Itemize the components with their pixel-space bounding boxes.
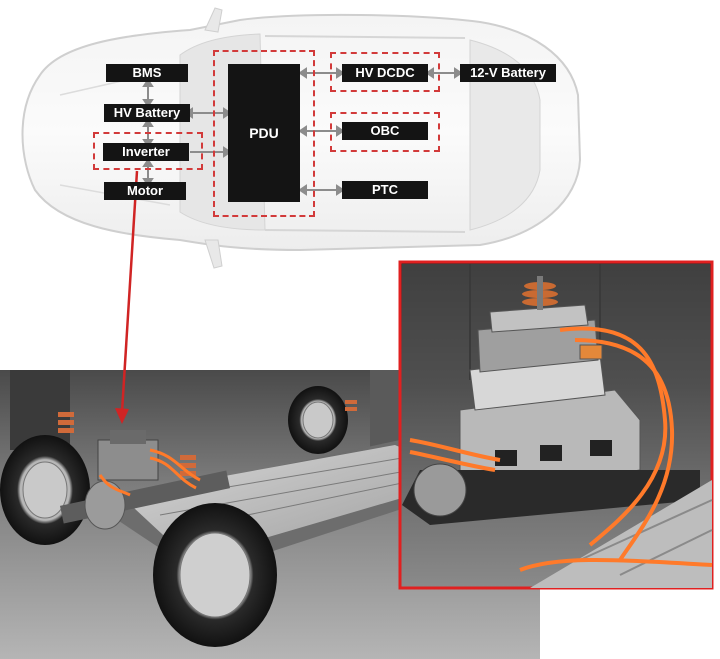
obc-label: OBC: [342, 122, 428, 140]
inverter-closeup-inset: [400, 262, 712, 588]
hv-battery-label: HV Battery: [104, 104, 190, 122]
connector-arrows: [142, 67, 463, 196]
hv-dcdc-label: HV DCDC: [342, 64, 428, 82]
pdu-highlight-box: [213, 50, 315, 217]
inverter-highlight-box: [93, 132, 203, 170]
bms-label: BMS: [106, 64, 188, 82]
inverter-label: Inverter: [103, 143, 189, 161]
pdu-block: PDU: [228, 64, 300, 202]
12v-battery-label: 12-V Battery: [460, 64, 556, 82]
obc-highlight-box: [330, 112, 440, 152]
motor-label: Motor: [104, 182, 186, 200]
ptc-label: PTC: [342, 181, 428, 199]
hv-dcdc-highlight-box: [330, 52, 440, 92]
